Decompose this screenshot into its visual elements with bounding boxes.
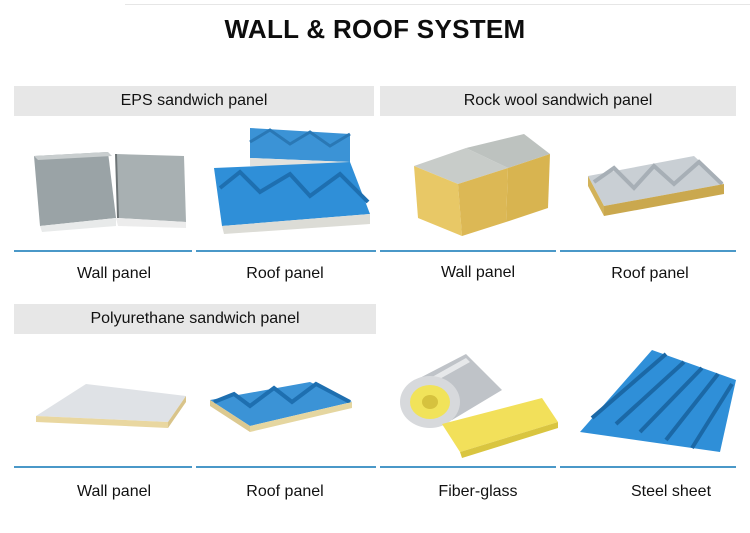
divider-rule [196, 466, 376, 468]
caption-eps-wall: Wall panel [76, 265, 152, 282]
section-banner-polyurethane: Polyurethane sandwich panel [14, 304, 376, 334]
pu-wall-panel-image [18, 344, 194, 460]
page-title: WALL & ROOF SYSTEM [224, 14, 526, 44]
caption-pu-roof: Roof panel [246, 483, 324, 500]
caption-eps-roof: Roof panel [246, 265, 324, 282]
eps-wall-panel-image [16, 126, 192, 246]
caption-rockwool-roof: Roof panel [611, 265, 689, 282]
section-banner-rockwool: Rock wool sandwich panel [380, 86, 736, 116]
divider-rule [14, 250, 192, 252]
section-banner-eps: EPS sandwich panel [14, 86, 374, 116]
divider-rule [560, 466, 736, 468]
divider-rule [560, 250, 736, 252]
rockwool-roof-panel-image [574, 126, 738, 246]
pu-roof-panel-image [200, 344, 376, 460]
fiberglass-roll-image [382, 340, 558, 464]
divider-rule [380, 466, 556, 468]
rockwool-wall-panel-image [396, 126, 560, 246]
steel-sheet-image [570, 340, 738, 464]
top-rule [125, 4, 750, 5]
caption-rockwool-wall: Wall panel [440, 264, 516, 281]
caption-steel-sheet: Steel sheet [630, 483, 712, 500]
caption-pu-wall: Wall panel [76, 483, 152, 500]
caption-fiberglass: Fiber-glass [438, 483, 518, 500]
eps-roof-panel-image [200, 122, 376, 246]
divider-rule [14, 466, 192, 468]
divider-rule [380, 250, 556, 252]
divider-rule [196, 250, 376, 252]
